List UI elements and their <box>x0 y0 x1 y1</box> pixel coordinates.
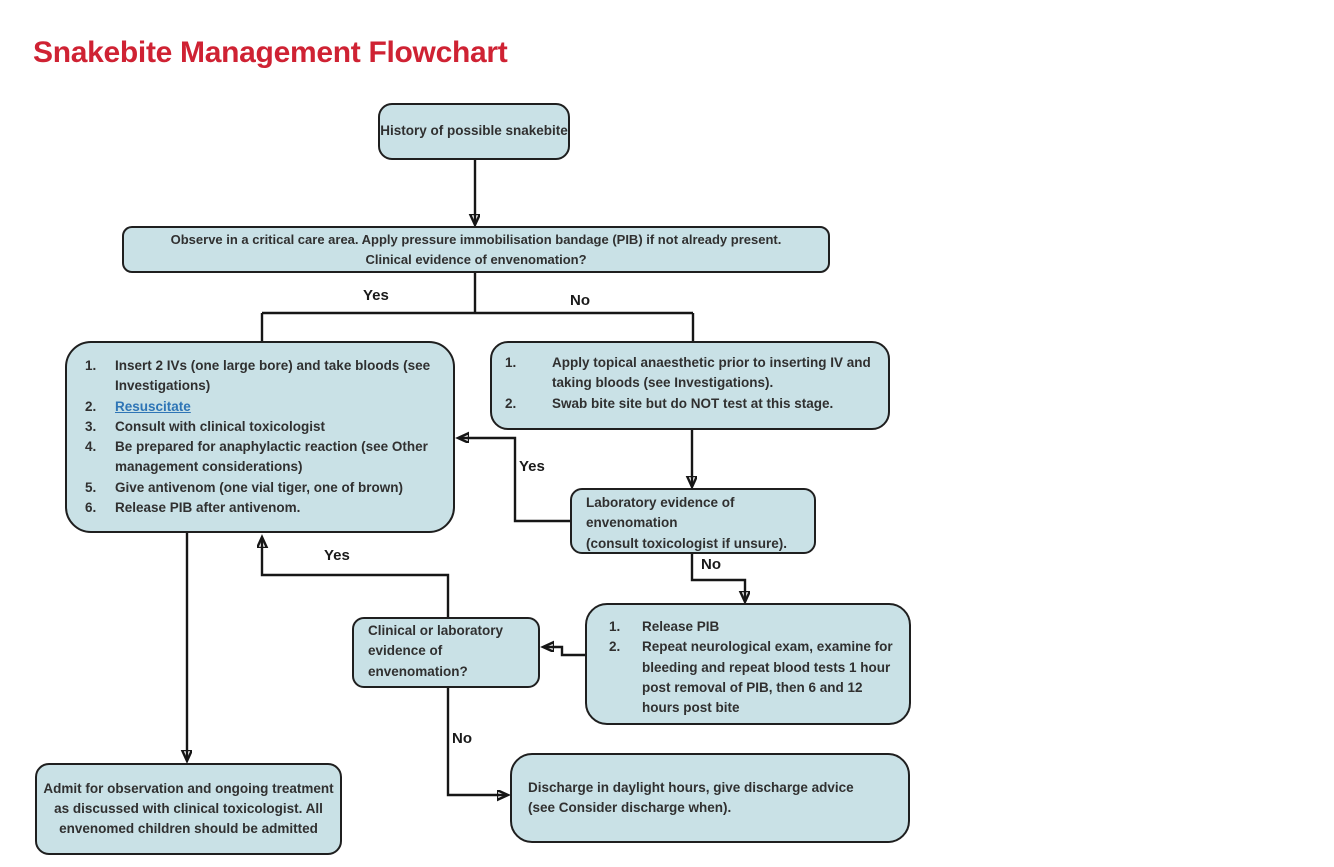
node-admit-text: Admit for observation and ongoing treatm… <box>43 780 334 837</box>
treat-step-3: Consult with clinical toxicologist <box>85 417 326 438</box>
no-envenom-steps-list: Apply topical anaesthetic prior to inser… <box>492 353 884 414</box>
lab-evidence-line2: envenomation <box>586 515 678 531</box>
node-no-envenomation-care: Apply topical anaesthetic prior to inser… <box>490 341 890 430</box>
node-observe-line2: Clinical evidence of envenomation? <box>365 251 587 267</box>
treat-step-1: Insert 2 IVs (one large bore) and take b… <box>85 356 431 394</box>
node-observe-line1: Observe in a critical care area. Apply p… <box>170 232 782 247</box>
edge-label-no-lower: No <box>452 730 472 747</box>
node-discharge-text: Discharge in daylight hours, give discha… <box>528 779 854 815</box>
node-discharge: Discharge in daylight hours, give discha… <box>510 753 910 843</box>
edge-label-yes-lower: Yes <box>324 547 350 564</box>
release-pib-step-1: Release PIB <box>609 617 720 638</box>
resuscitate-link[interactable]: Resuscitate <box>115 398 191 414</box>
edge-release-to-question <box>544 647 585 657</box>
treat-step-6: Release PIB after antivenom. <box>85 498 301 519</box>
node-release-pib-retest: Release PIB Repeat neurological exam, ex… <box>585 603 911 725</box>
edge-label-no-top: No <box>570 292 590 309</box>
node-clinical-lab-question: Clinical or laboratory evidence of enven… <box>352 617 540 688</box>
treat-step-5: Give antivenom (one vial tiger, one of b… <box>85 478 404 499</box>
node-treat-envenomated: Insert 2 IVs (one large bore) and take b… <box>65 341 455 533</box>
lab-evidence-line1: Laboratory evidence of <box>586 495 735 510</box>
release-pib-step-2: Repeat neurological exam, examine for bl… <box>609 637 893 715</box>
edge-lab-yes-to-treat <box>459 438 570 523</box>
clinical-lab-line3: envenomation? <box>368 663 468 679</box>
node-history-text: History of possible snakebite <box>380 123 568 139</box>
lab-evidence-line3: (consult toxicologist if unsure). <box>586 535 788 551</box>
node-admit: Admit for observation and ongoing treatm… <box>35 763 342 855</box>
clinical-lab-line1: Clinical or laboratory <box>368 623 504 638</box>
clinical-lab-line2: evidence of <box>368 643 443 659</box>
edge-label-yes-mid: Yes <box>519 458 545 475</box>
node-lab-evidence-question: Laboratory evidence of envenomation (con… <box>570 488 816 554</box>
edge-question-yes-to-treat <box>262 538 450 617</box>
release-pib-steps-list: Release PIB Repeat neurological exam, ex… <box>587 617 903 718</box>
edge-label-no-mid: No <box>701 556 721 573</box>
treat-step-2: Resuscitate <box>67 397 445 418</box>
edge-observe-branch <box>260 272 695 341</box>
no-envenom-step-2: Swab bite site but do NOT test at this s… <box>505 394 834 415</box>
node-history-of-snakebite: History of possible snakebite <box>378 103 570 160</box>
page-title: Snakebite Management Flowchart <box>33 36 508 69</box>
node-observe-critical-care: Observe in a critical care area. Apply p… <box>122 226 830 273</box>
treat-step-4: Be prepared for anaphylactic reaction (s… <box>85 437 428 475</box>
treat-steps-list: Insert 2 IVs (one large bore) and take b… <box>67 356 445 518</box>
edge-label-yes-top: Yes <box>363 287 389 304</box>
no-envenom-step-1: Apply topical anaesthetic prior to inser… <box>505 353 871 391</box>
